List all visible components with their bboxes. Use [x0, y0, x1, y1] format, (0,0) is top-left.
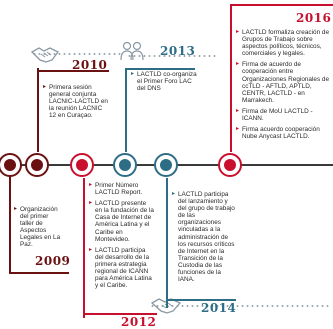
- year-2010: 2010: [72, 58, 108, 72]
- handshake-icon: [150, 298, 182, 314]
- connector-2016: [230, 4, 232, 152]
- event-item: Organización del primer taller de Aspect…: [14, 206, 62, 249]
- event-item: Firma de acuerdo de cooperación entre Or…: [236, 61, 330, 104]
- year-2009: 2009: [35, 254, 71, 268]
- year-underline-2010: [37, 70, 109, 72]
- event-item: LACTLD participa del desarrollo de la pr…: [89, 247, 155, 290]
- year-underline-2014: [166, 299, 236, 301]
- timeline-node-2012: [70, 153, 94, 177]
- year-underline-2012: [83, 313, 157, 315]
- event-item: LACTLD co-organiza el Primer Foro LAC de…: [131, 71, 197, 92]
- event-block-2014: LACTLD participa del lanzamiento y del g…: [172, 191, 238, 287]
- timeline-node-2013: [113, 153, 137, 177]
- connector-2013: [125, 68, 127, 152]
- event-item: LACTLD participa del lanzamiento y del g…: [172, 191, 238, 283]
- timeline-node-2010: [25, 153, 49, 177]
- connector-2010: [37, 68, 39, 152]
- people-icon: [120, 41, 144, 61]
- event-block-2010: Primera sesión general conjunta LACNIC-L…: [43, 84, 109, 123]
- year-2013: 2013: [160, 44, 196, 58]
- timeline-node-2016: [218, 153, 242, 177]
- event-block-2012: Primer Número LACTLD Report. LACTLD pres…: [89, 182, 155, 293]
- event-block-2013: LACTLD co-organiza el Primer Foro LAC de…: [131, 71, 197, 96]
- connector-2014: [166, 178, 168, 308]
- year-2014: 2014: [201, 301, 237, 315]
- dotted-connector: [32, 53, 122, 55]
- event-item: Firma acuerdo cooperación Nube Anycast L…: [236, 126, 330, 140]
- event-block-2016: LACTLD formaliza creación de Grupos de T…: [236, 29, 330, 144]
- dotted-connector: [127, 55, 217, 57]
- event-item: LACTLD formaliza creación de Grupos de T…: [236, 29, 330, 57]
- event-item: Firma de MoU LACTLD - ICANN.: [236, 108, 330, 122]
- connector-2012: [83, 178, 85, 318]
- year-underline-2013: [125, 68, 195, 70]
- timeline-node-2009: [0, 153, 22, 177]
- year-2016: 2016: [296, 11, 332, 25]
- year-underline-2009: [9, 272, 69, 274]
- connector-2009: [9, 166, 11, 274]
- year-2012: 2012: [121, 315, 157, 329]
- event-item: LACTLD presente en la fundación de la Ca…: [89, 200, 155, 243]
- event-item: Primera sesión general conjunta LACNIC-L…: [43, 84, 109, 119]
- event-item: Primer Número LACTLD Report.: [89, 182, 155, 196]
- year-underline-2016: [230, 4, 333, 6]
- handshake-icon: [30, 47, 59, 63]
- timeline-node-2014: [154, 153, 178, 177]
- event-block-2009: Organización del primer taller de Aspect…: [14, 206, 62, 253]
- dotted-connector: [150, 305, 330, 307]
